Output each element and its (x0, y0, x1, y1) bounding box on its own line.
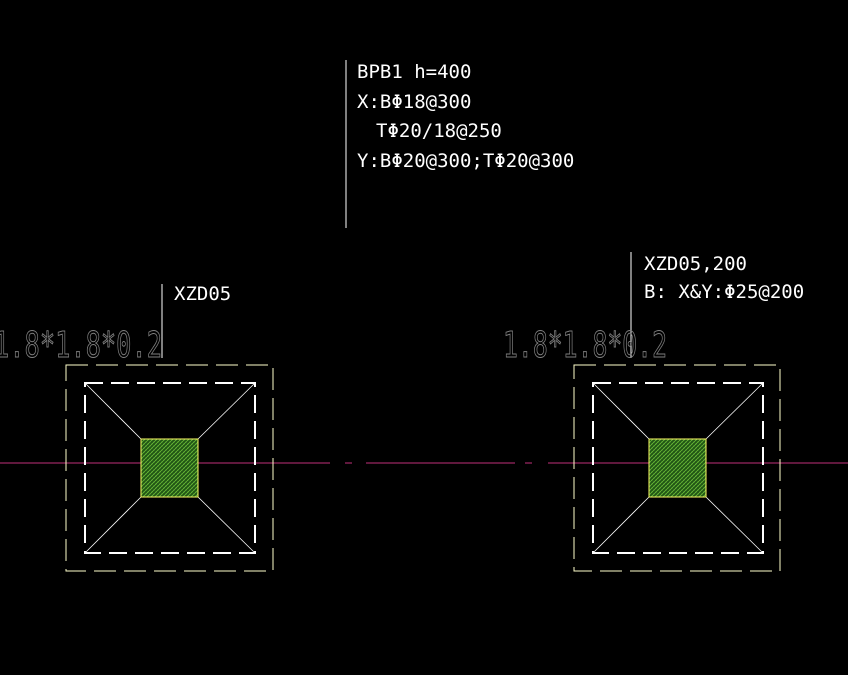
footing-left-diagonal (84, 496, 142, 554)
slab-note-line2: X:BΦ18@300 (357, 91, 471, 113)
footing-right-diagonal (592, 382, 650, 440)
slab-note-line4: Y:BΦ20@300;TΦ20@300 (357, 150, 574, 172)
footing-left-dimension: 1.8*1.8*0.2 (0, 325, 162, 366)
footing-left-diagonal (197, 496, 256, 554)
slab-annotation: BPB1 h=400 X:BΦ18@300 TΦ20/18@250 Y:BΦ20… (345, 60, 574, 228)
footing-right-diagonal (592, 496, 650, 554)
slab-note-line1: BPB1 h=400 (357, 61, 471, 83)
footing-left-diagonal (84, 382, 142, 440)
footing-left-tag: XZD05 (174, 283, 231, 305)
footing-left: XZD05 1.8*1.8*0.2 (0, 283, 274, 572)
footing-right: XZD05,200 B: X&Y:Φ25@200 1.8*1.8*0.2 (503, 252, 804, 572)
footing-right-inner-outline (592, 382, 764, 554)
footing-right-diagonal (705, 496, 764, 554)
footing-right-tag: XZD05,200 (644, 253, 747, 275)
footing-right-diagonal (705, 382, 764, 440)
footing-left-inner-outline (84, 382, 256, 554)
slab-note-line3: TΦ20/18@250 (376, 120, 502, 142)
footing-right-dimension: 1.8*1.8*0.2 (503, 325, 667, 366)
footing-left-column (140, 438, 199, 498)
footing-right-outer-outline (573, 364, 781, 572)
footing-right-column (648, 438, 707, 498)
footing-left-outer-outline (65, 364, 274, 572)
footing-left-diagonal (197, 382, 256, 440)
footing-right-rebar: B: X&Y:Φ25@200 (644, 281, 804, 303)
